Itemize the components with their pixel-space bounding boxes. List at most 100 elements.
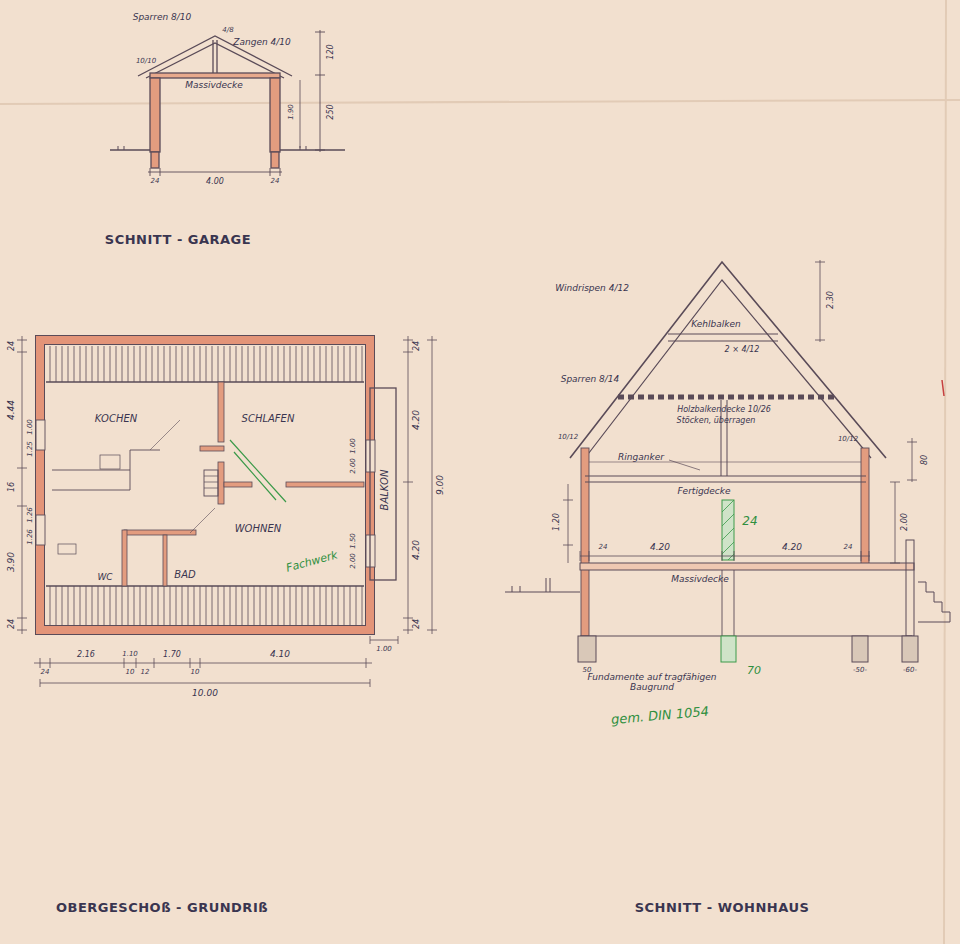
path-stroke — [907, 438, 917, 482]
rect-stroke — [224, 482, 252, 487]
label: gem. DIN 1054 — [611, 705, 710, 728]
label: BAD — [174, 569, 195, 580]
label: Ringanker — [618, 453, 664, 463]
rect-stroke — [200, 446, 224, 451]
label: WOHNEN — [235, 523, 282, 534]
rect-stroke — [906, 540, 914, 636]
path-stroke — [403, 336, 413, 634]
rect-stroke — [902, 636, 918, 662]
path-stroke — [17, 336, 27, 634]
label: Sparren 8/14 — [561, 375, 620, 385]
path-stroke — [148, 168, 282, 176]
rect-stroke — [151, 152, 159, 168]
label: 10/10 — [136, 58, 156, 66]
label: 2.30 — [827, 291, 836, 309]
label: 10.00 — [192, 689, 218, 699]
label: -50- — [853, 667, 867, 675]
label: 24 — [151, 178, 160, 186]
path-stroke — [230, 440, 286, 502]
label: SCHLAFEN — [242, 413, 295, 424]
rect-stroke — [722, 500, 734, 560]
label: 2 × 4/12 — [725, 346, 760, 355]
path-stroke — [815, 260, 825, 342]
label: Fertigdecke — [677, 487, 730, 497]
label: 1.10 — [122, 651, 138, 659]
label: 1.90 — [288, 104, 296, 120]
path-stroke — [580, 551, 870, 561]
label: 1.00 — [350, 438, 358, 454]
label: 1.20 — [553, 513, 562, 531]
label: 4.44 — [7, 400, 17, 420]
path-stroke — [942, 380, 944, 396]
label: KOCHEN — [95, 413, 137, 424]
rect-stroke — [150, 73, 280, 78]
label: 24 — [271, 178, 280, 186]
rect-stroke — [852, 636, 868, 662]
label: Massivdecke — [185, 81, 242, 91]
rect-stroke — [45, 345, 366, 626]
path-stroke — [34, 658, 372, 668]
label: 1.26 — [27, 507, 35, 523]
rect-stroke — [271, 152, 279, 168]
label: 4.20 — [650, 543, 670, 553]
rect-stroke — [36, 420, 45, 450]
path-stroke — [918, 582, 950, 622]
label: Kehlbalken — [691, 320, 741, 330]
label: 2.16 — [77, 651, 95, 660]
label: 24 — [41, 669, 50, 677]
path-stroke — [315, 30, 325, 152]
rect-stroke — [36, 336, 375, 635]
label: Massivdecke — [671, 575, 728, 585]
label: 10 — [191, 669, 200, 677]
path-stroke — [213, 40, 217, 75]
path-stroke — [50, 586, 362, 626]
label: 120 — [327, 44, 336, 59]
label: 24 — [599, 544, 608, 552]
label: Fachwerk — [285, 549, 339, 574]
label: 24 — [413, 619, 422, 629]
label: 80 — [921, 455, 930, 465]
label: 12 — [141, 669, 150, 677]
rect-stroke — [580, 563, 914, 570]
label: Windrispen 4/12 — [555, 284, 629, 294]
label: 24 — [844, 544, 853, 552]
rect-stroke — [36, 515, 45, 545]
rect-stroke — [286, 482, 364, 487]
label: 24 — [413, 341, 422, 351]
label: 2.00 — [350, 553, 358, 569]
label: 16 — [8, 482, 17, 492]
floor-plan — [17, 336, 437, 688]
path-stroke — [110, 149, 345, 150]
path-stroke — [150, 420, 215, 533]
label: 1.00 — [27, 419, 35, 435]
label: 24 — [742, 515, 757, 528]
label: 1.26 — [27, 529, 35, 545]
path-stroke — [370, 636, 398, 644]
label: 1.00 — [376, 646, 392, 654]
label: BALKON — [379, 470, 390, 511]
label: 4.20 — [782, 543, 802, 553]
label: OBERGESCHOß - GRUNDRIß — [56, 901, 268, 915]
label: Holzbalkendecke 10/26 — [677, 406, 771, 415]
path-stroke — [52, 450, 160, 490]
label: 4.00 — [206, 178, 224, 187]
path-stroke — [46, 382, 364, 586]
path-stroke — [50, 346, 362, 382]
label: Stöcken, überragen — [677, 417, 756, 426]
path-stroke — [204, 476, 218, 488]
rect-stroke — [218, 462, 224, 504]
label: 1.50 — [350, 533, 358, 549]
path-stroke — [146, 43, 284, 78]
label: 24 — [8, 619, 17, 629]
label: Zangen 4/10 — [233, 38, 290, 48]
house-section — [505, 260, 950, 662]
label: 2.00 — [901, 513, 910, 531]
path-stroke — [669, 460, 700, 470]
label: 9.00 — [436, 475, 446, 495]
path-stroke — [668, 334, 778, 341]
rect-stroke — [721, 636, 736, 662]
label: 10 — [126, 669, 135, 677]
